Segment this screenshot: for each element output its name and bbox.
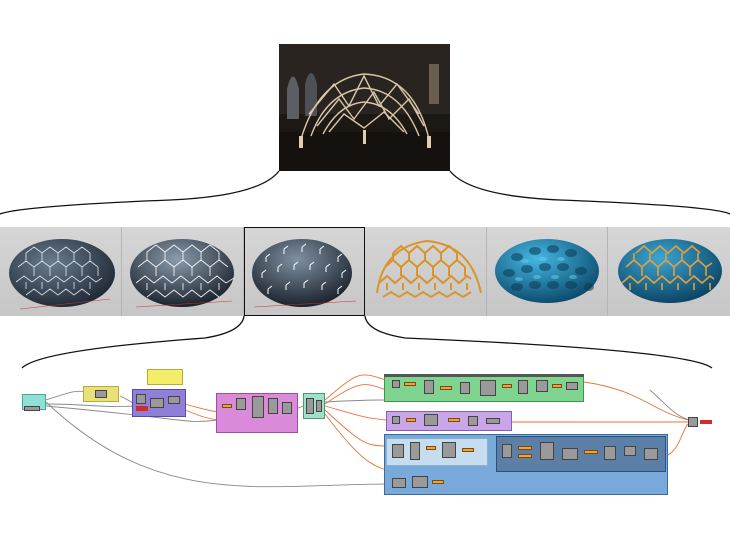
component-node[interactable] [460, 382, 470, 394]
component-node[interactable] [540, 442, 554, 460]
hex-grid-ellipsoid-icon [9, 239, 115, 307]
panel-node[interactable] [440, 386, 452, 390]
component-node[interactable] [644, 448, 658, 460]
component-node[interactable] [604, 446, 616, 460]
panel-node[interactable] [584, 450, 598, 454]
component-node[interactable] [316, 400, 322, 412]
component-node[interactable] [136, 394, 146, 404]
panel-hex-grid [0, 227, 122, 316]
viewport-strip [0, 227, 730, 316]
panel-node[interactable] [404, 382, 416, 386]
component-node[interactable] [412, 476, 428, 488]
panel-woven-surface [487, 227, 608, 316]
woven-lattice-ellipsoid-icon [618, 239, 722, 303]
component-node[interactable] [424, 380, 434, 394]
error-node[interactable] [136, 406, 148, 411]
component-node[interactable] [424, 414, 438, 426]
component-node[interactable] [392, 444, 404, 458]
component-node[interactable] [392, 416, 400, 424]
component-node[interactable] [562, 448, 578, 460]
panel-node[interactable] [448, 418, 460, 422]
component-node[interactable] [410, 442, 420, 460]
panel-node[interactable] [518, 446, 532, 450]
component-node[interactable] [486, 418, 500, 424]
component-node[interactable] [268, 398, 278, 414]
component-node[interactable] [624, 446, 636, 456]
panel-node[interactable] [462, 448, 474, 452]
comment-bubble [147, 369, 183, 385]
component-node[interactable] [236, 398, 246, 410]
component-node[interactable] [566, 382, 578, 390]
component-node[interactable] [306, 398, 314, 414]
panel-hex-grid-shaded [122, 227, 244, 316]
component-node[interactable] [502, 444, 512, 458]
component-node[interactable] [518, 380, 528, 394]
component-node[interactable] [150, 398, 164, 408]
component-node[interactable] [252, 396, 264, 418]
component-node[interactable] [392, 478, 406, 488]
selected-panel-frame [244, 227, 365, 316]
component-node[interactable] [168, 396, 180, 404]
panel-timber-lattice [365, 227, 487, 316]
timber-lattice-ellipsoid-icon [376, 239, 482, 299]
component-node[interactable] [392, 380, 400, 388]
panel-node[interactable] [222, 404, 232, 408]
panel-node[interactable] [502, 384, 512, 388]
output-component[interactable] [688, 417, 698, 427]
node-graph [0, 360, 730, 542]
panel-node-markers [244, 227, 365, 316]
output-preview[interactable] [700, 420, 712, 424]
input-slider[interactable] [24, 406, 40, 411]
component-node[interactable] [468, 416, 478, 426]
panel-woven-lattice [608, 227, 730, 316]
component-node[interactable] [282, 402, 292, 414]
group-title-bar [384, 374, 584, 377]
panel-node[interactable] [426, 446, 436, 450]
component-node[interactable] [536, 380, 548, 392]
panel-node[interactable] [518, 454, 532, 458]
panel-node[interactable] [406, 418, 416, 422]
node-markers-ellipsoid-icon [252, 239, 352, 307]
component-node[interactable] [480, 380, 496, 396]
component-node[interactable] [442, 442, 456, 458]
pavilion-photo [279, 44, 450, 171]
panel-node[interactable] [552, 384, 562, 388]
component-node[interactable] [95, 390, 107, 398]
panel-node[interactable] [432, 480, 444, 484]
